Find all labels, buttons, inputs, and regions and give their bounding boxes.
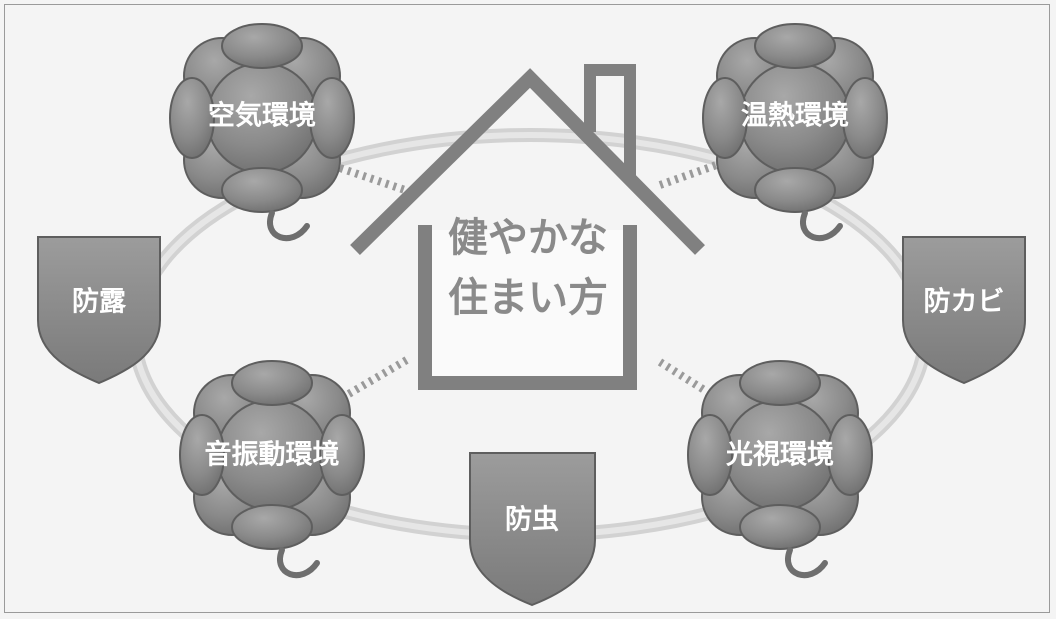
clover-thermal xyxy=(702,23,888,242)
center-text-line2: 住まい方 xyxy=(448,275,608,321)
clover-air xyxy=(169,23,355,242)
shield-condensation xyxy=(37,236,161,385)
label-thermal: 温熱環境 xyxy=(741,101,849,132)
label-mold: 防カビ xyxy=(924,287,1005,318)
shield-mold xyxy=(902,236,1026,385)
diagram-frame xyxy=(4,4,1050,613)
label-sound: 音振動環境 xyxy=(205,439,340,471)
clover-sound xyxy=(179,360,365,579)
shield-insects xyxy=(469,452,596,607)
clover-light xyxy=(687,360,873,579)
connector-lines xyxy=(323,158,727,406)
label-light: 光視環境 xyxy=(725,440,834,471)
label-air: 空気環境 xyxy=(208,100,316,132)
house-icon xyxy=(350,64,705,390)
label-condensation: 防露 xyxy=(72,287,127,318)
center-text-line1: 健やかな xyxy=(448,215,608,261)
label-insects: 防虫 xyxy=(505,505,559,536)
